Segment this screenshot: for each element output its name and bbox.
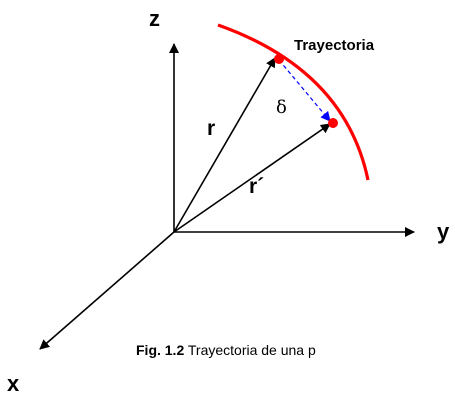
r-prime-vector bbox=[173, 123, 331, 233]
figure-number: Fig. 1.2 bbox=[136, 342, 185, 358]
trajectory-label: Trayectoria bbox=[294, 37, 375, 54]
x-axis-label: x bbox=[7, 371, 20, 395]
point-r bbox=[274, 54, 284, 64]
r-vector-label: r bbox=[207, 117, 215, 140]
r-prime-vector-label: r´ bbox=[249, 175, 264, 198]
point-r-prime bbox=[328, 118, 338, 128]
r-vector bbox=[173, 57, 276, 233]
displacement-vector bbox=[278, 59, 331, 122]
figure-caption-text: Trayectoria de una p bbox=[184, 342, 316, 358]
x-axis bbox=[39, 231, 175, 350]
trajectory-curve bbox=[217, 23, 370, 181]
z-axis-label: z bbox=[149, 6, 160, 31]
y-axis-label: y bbox=[437, 219, 450, 244]
displacement-label: δ bbox=[276, 97, 287, 118]
figure-caption: Fig. 1.2 Trayectoria de una p bbox=[136, 342, 316, 358]
